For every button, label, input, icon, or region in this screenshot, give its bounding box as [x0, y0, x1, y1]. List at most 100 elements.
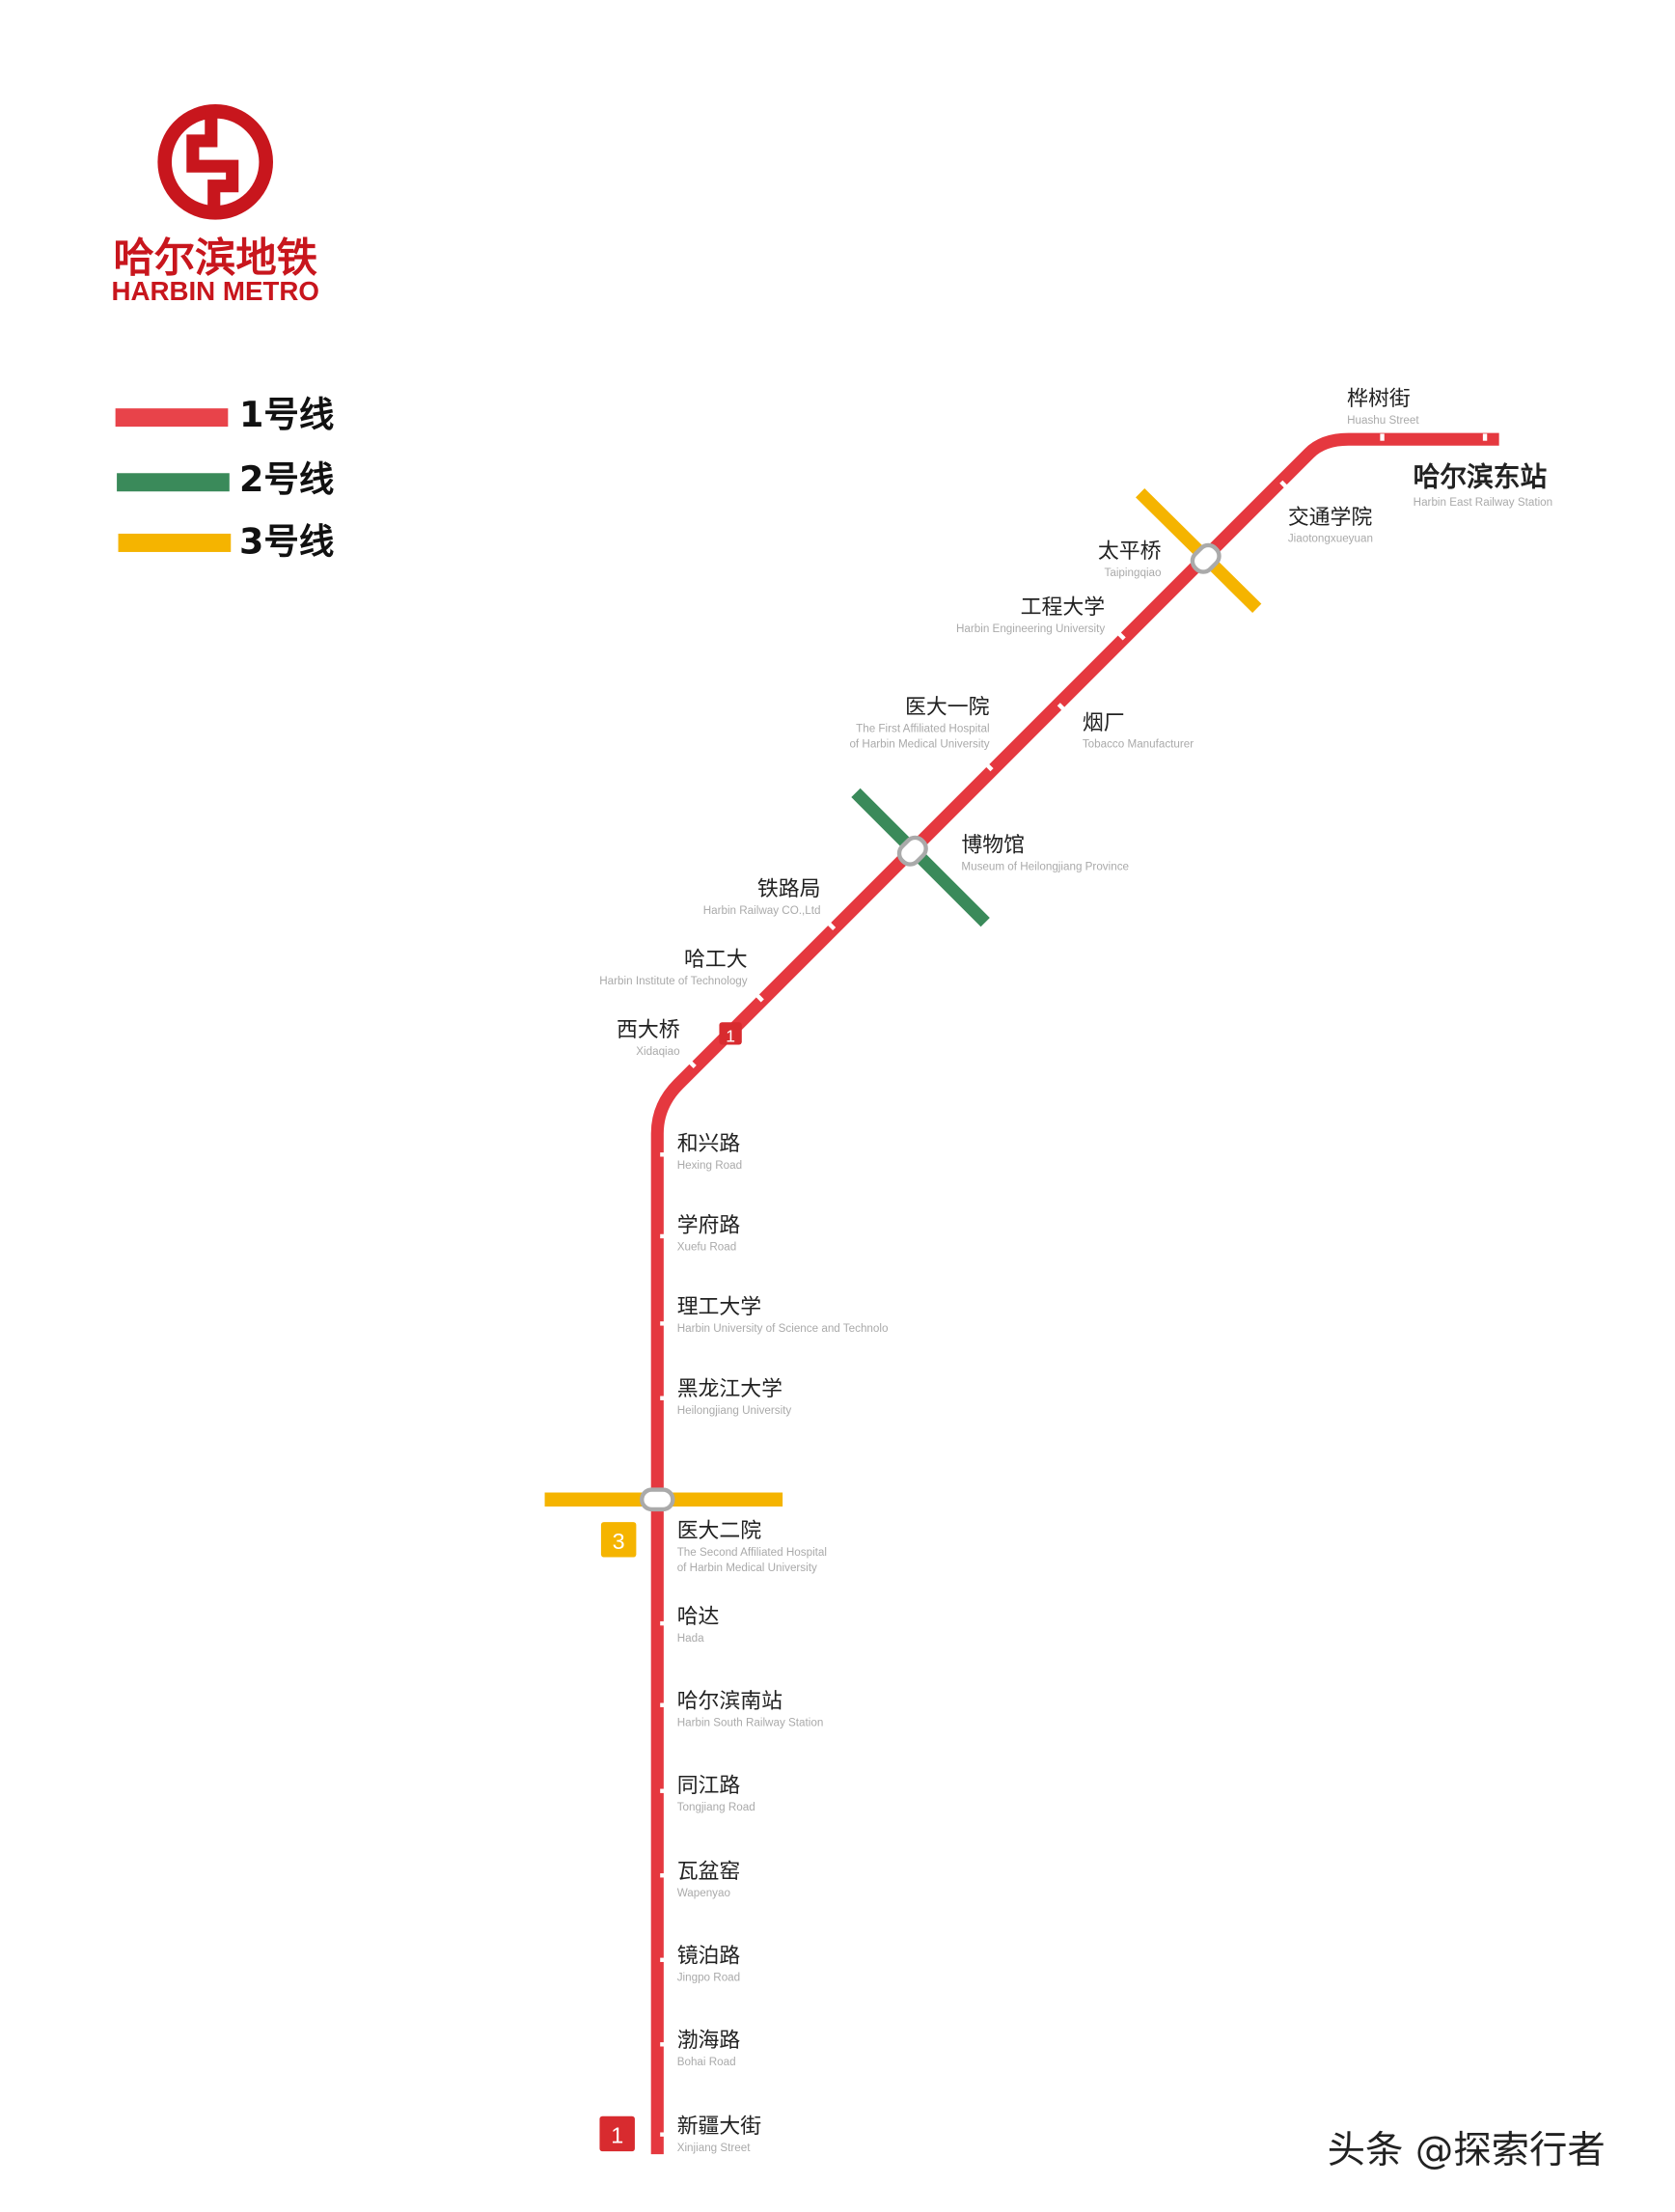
- harbin-metro-logo: 哈尔滨地铁 HARBIN METRO: [111, 104, 319, 306]
- line1-badge-top-label: 1: [726, 1027, 735, 1046]
- station-name-cn: 哈工大: [684, 948, 748, 972]
- station-18: 同江路 Tongjiang Road: [677, 1774, 755, 1813]
- station-tick: [660, 1321, 668, 1326]
- station-name-cn: 交通学院: [1288, 506, 1373, 530]
- logo-emblem-mark: [186, 109, 239, 214]
- station-name-en: Xidaqiao: [636, 1045, 679, 1058]
- legend-label-line3: 3号线: [239, 520, 334, 562]
- station-name-en: Museum of Heilongjiang Province: [961, 861, 1129, 873]
- station-name-en: of Harbin Medical University: [849, 738, 989, 751]
- station-tick: [660, 1788, 668, 1793]
- station-name-en: Xuefu Road: [677, 1241, 737, 1254]
- interchange-yidaeryuan: [640, 1487, 675, 1512]
- interchange-bowuguan: [896, 835, 928, 867]
- station-name-cn: 和兴路: [677, 1132, 741, 1156]
- station-tick: [660, 1396, 668, 1400]
- station-name-cn: 哈尔滨南站: [677, 1690, 783, 1714]
- station-tick: [1279, 480, 1288, 488]
- station-name-cn: 铁路局: [757, 877, 821, 901]
- station-name-cn: 工程大学: [1021, 595, 1106, 620]
- station-name-en: Harbin Institute of Technology: [599, 975, 748, 987]
- station-14: 黑龙江大学 Heilongjiang University: [677, 1377, 792, 1417]
- station-10: 西大桥 Xidaqiao: [617, 1018, 680, 1058]
- station-name-en: Heilongjiang University: [677, 1404, 792, 1417]
- line1-badge-bottom-label: 1: [611, 2122, 623, 2147]
- legend-label-line2: 2号线: [239, 458, 334, 500]
- station-name-cn: 博物馆: [961, 834, 1025, 858]
- interchange-taipingqiao: [1190, 542, 1222, 574]
- station-name-cn: 黑龙江大学: [677, 1377, 783, 1401]
- station-tick: [660, 1152, 668, 1157]
- station-name-cn: 西大桥: [617, 1018, 680, 1042]
- station-name-en: Taipingqiao: [1105, 567, 1162, 579]
- station-name-cn: 太平桥: [1098, 539, 1162, 564]
- station-tick: [1117, 632, 1126, 641]
- station-name-en: Harbin East Railway Station: [1414, 496, 1552, 509]
- legend-swatch-line3: [118, 533, 232, 552]
- logo-name-en: HARBIN METRO: [111, 276, 318, 306]
- station-name-en: The First Affiliated Hospital: [856, 723, 989, 735]
- logo-name-cn: 哈尔滨地铁: [113, 235, 317, 282]
- station-tick: [1482, 433, 1488, 441]
- legend-swatch-line1: [115, 408, 229, 428]
- station-tick: [985, 762, 994, 772]
- station-tick: [1380, 433, 1385, 441]
- station-22: 新疆大街 Xinjiang Street: [677, 2115, 762, 2154]
- station-name-cn: 医大一院: [905, 696, 990, 720]
- station-tick: [660, 2042, 668, 2047]
- station-tick: [660, 1957, 668, 1962]
- station-12: 学府路 Xuefu Road: [677, 1214, 741, 1254]
- station-tick: [660, 1702, 668, 1707]
- station-name-en: Jiaotongxueyuan: [1288, 533, 1373, 545]
- station-name-cn: 烟厂: [1083, 711, 1125, 735]
- station-11: 和兴路 Hexing Road: [677, 1132, 742, 1172]
- station-name-en: Hada: [677, 1632, 704, 1645]
- station-3: 太平桥 Taipingqiao: [1098, 539, 1162, 579]
- station-tick: [660, 2132, 668, 2137]
- station-name-en: Tongjiang Road: [677, 1801, 755, 1813]
- line1-badge-bottom: 1: [599, 2115, 635, 2152]
- station-tick: [688, 1060, 697, 1069]
- station-name-cn: 渤海路: [677, 2029, 741, 2053]
- station-17: 哈尔滨南站 Harbin South Railway Station: [677, 1690, 824, 1729]
- station-tick: [660, 1873, 668, 1878]
- station-tick: [827, 922, 837, 931]
- line3-badge: 3: [600, 1522, 637, 1558]
- station-name-en: Harbin Engineering University: [956, 622, 1105, 635]
- station-2: 交通学院 Jiaotongxueyuan: [1288, 506, 1373, 545]
- station-name-en: Wapenyao: [677, 1887, 730, 1899]
- station-name-en: Hexing Road: [677, 1159, 742, 1172]
- station-name-en: Harbin South Railway Station: [677, 1717, 824, 1729]
- station-name-en: The Second Affiliated Hospital: [677, 1546, 827, 1559]
- station-name-en: Bohai Road: [677, 2056, 736, 2068]
- legend-swatch-line2: [117, 473, 230, 492]
- station-8: 铁路局 Harbin Railway CO.,Ltd: [703, 877, 821, 917]
- station-name-cn: 学府路: [677, 1214, 741, 1238]
- station-tick: [660, 1620, 668, 1626]
- station-name-cn: 镜泊路: [677, 1945, 741, 1969]
- station-name-cn: 桦树街: [1347, 387, 1411, 411]
- station-20: 镜泊路 Jingpo Road: [677, 1945, 741, 1984]
- station-name-cn: 理工大学: [677, 1295, 762, 1319]
- station-name-en: Jingpo Road: [677, 1972, 740, 1984]
- line1-badge-top: 1: [719, 1022, 742, 1046]
- station-tick: [1057, 703, 1065, 711]
- station-name-cn: 同江路: [677, 1774, 741, 1798]
- line3-badge-label: 3: [613, 1529, 625, 1554]
- station-16: 哈达 Hada: [677, 1605, 720, 1645]
- station-tick: [660, 1233, 668, 1239]
- station-name-cn: 哈达: [677, 1605, 720, 1629]
- station-5: 医大一院 The First Affiliated Hospital of Harb…: [849, 696, 989, 751]
- legend: 1号线 2号线 3号线: [115, 393, 335, 563]
- station-ticks: [660, 433, 1488, 2137]
- station-name-en: of Harbin Medical University: [677, 1562, 817, 1574]
- station-name-en: Harbin Railway CO.,Ltd: [703, 904, 821, 917]
- station-name-en: Xinjiang Street: [677, 2142, 752, 2154]
- station-name-cn: 新疆大街: [677, 2115, 762, 2139]
